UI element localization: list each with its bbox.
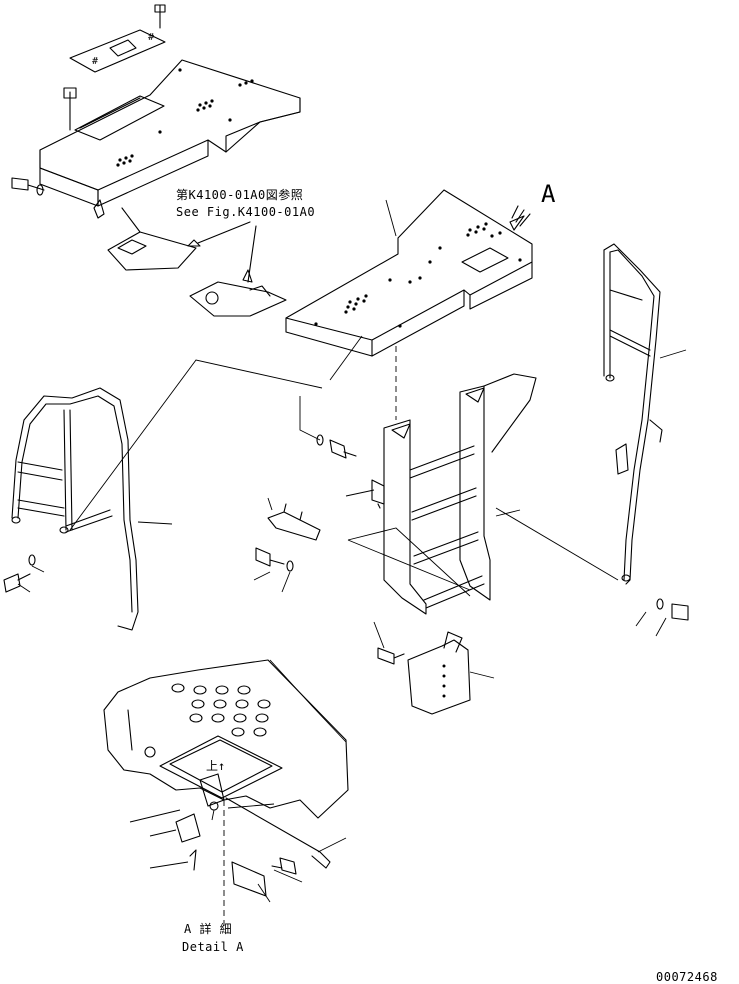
- step-bracket-parts: [107, 207, 287, 317]
- detail-a-japanese: A 詳 細: [184, 922, 233, 936]
- upper-floor-plate: # #: [11, 4, 301, 219]
- right-handrail: [603, 243, 663, 585]
- detail-a-view: 上↑: [103, 659, 349, 930]
- leader-lines: [17, 199, 687, 903]
- drawing-number: 00072468: [656, 970, 718, 984]
- view-marker-a: A: [541, 180, 556, 208]
- mounting-brackets: [267, 503, 471, 715]
- svg-text:#: #: [92, 56, 98, 67]
- reference-japanese: 第K4100-01A0図参照: [176, 188, 304, 202]
- ladder: [383, 346, 537, 615]
- bolts-and-washers: [3, 434, 689, 665]
- svg-text:上↑: 上↑: [206, 759, 225, 773]
- left-handrail: [11, 387, 139, 631]
- detail-a-english: Detail A: [182, 940, 244, 954]
- svg-text:#: #: [148, 32, 154, 43]
- main-floor-plate: [285, 189, 533, 357]
- reference-english: See Fig.K4100-01A0: [176, 205, 316, 219]
